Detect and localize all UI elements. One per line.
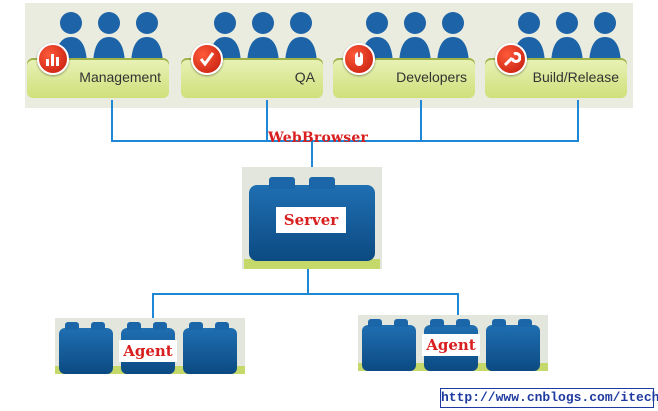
agent-block <box>486 319 540 371</box>
group-developers: Developers <box>331 3 477 108</box>
group-label: QA <box>294 69 315 85</box>
connector-line <box>152 293 154 323</box>
agent-block <box>183 322 237 374</box>
block-bump <box>269 177 295 189</box>
checkmark-icon <box>191 43 223 75</box>
connector-line <box>311 142 313 168</box>
group-qa: QA <box>179 3 325 108</box>
server-base <box>244 259 380 269</box>
connector-bus <box>111 140 579 142</box>
connector-line <box>111 100 113 142</box>
group-build-release: Build/Release <box>483 3 629 108</box>
connector-line <box>457 293 459 320</box>
webbrowser-label: WebBrowser <box>268 130 369 146</box>
agent-block <box>362 319 416 371</box>
group-label: Management <box>79 69 161 85</box>
server-label: Server <box>276 207 346 233</box>
agent-block <box>59 322 113 374</box>
server-block: Server <box>249 177 375 261</box>
connector-line <box>577 100 579 142</box>
block-bump <box>309 177 335 189</box>
connector-line <box>307 269 309 294</box>
agent-group-2: Agent <box>358 315 548 371</box>
wrench-icon <box>495 43 527 75</box>
group-label: Build/Release <box>532 69 619 85</box>
mouse-icon <box>343 43 375 75</box>
group-management: Management <box>25 3 171 108</box>
agent-group-1: Agent <box>55 318 245 374</box>
bar-chart-icon <box>37 43 69 75</box>
footer-url-link[interactable]: http://www.cnblogs.com/itech <box>440 388 658 408</box>
connector-bus <box>152 293 459 295</box>
agent-label: Agent <box>119 340 177 362</box>
connector-line <box>420 100 422 142</box>
user-groups-strip: Management QA Developers <box>25 3 633 108</box>
agent-label: Agent <box>422 334 480 356</box>
group-label: Developers <box>396 69 467 85</box>
connector-line <box>266 100 268 142</box>
server-node: Server <box>242 167 382 269</box>
